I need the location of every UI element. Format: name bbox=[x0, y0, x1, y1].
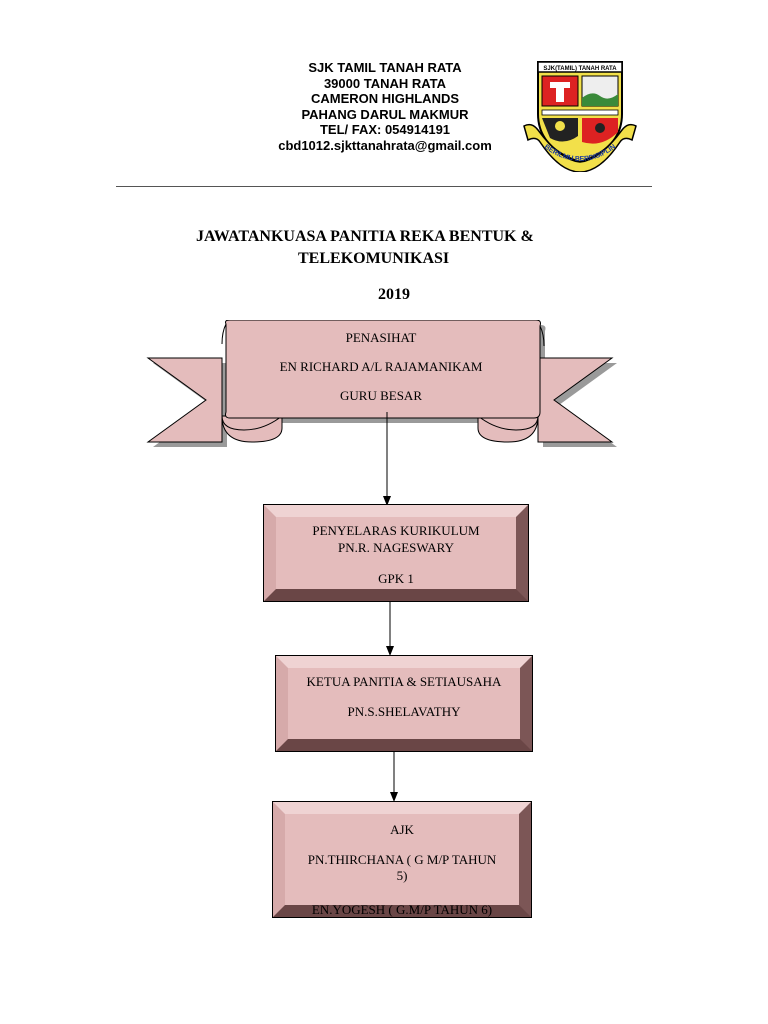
arrow-3 bbox=[390, 752, 398, 802]
advisor-name: EN RICHARD A/L RAJAMANIKAM bbox=[279, 359, 483, 374]
committee-member-2: EN.YOGESH ( G.M/P TAHUN 6) bbox=[311, 902, 493, 917]
advisor-role: PENASIHAT bbox=[345, 330, 417, 345]
school-logo: SJK(TAMIL) TANAH RATA BERILMU BERDISIPLI… bbox=[523, 61, 637, 172]
arrow-2 bbox=[386, 602, 394, 656]
header-divider bbox=[116, 186, 652, 187]
email: cbd1012.sjkttanahrata@gmail.com bbox=[278, 137, 492, 153]
advisor-position: GURU BESAR bbox=[340, 388, 422, 403]
page-title-line2: TELEKOMUNIKASI bbox=[298, 250, 450, 267]
page-title-line1: JAWATANKUASA PANITIA REKA BENTUK & bbox=[196, 228, 534, 245]
committee-box: AJK PN.THIRCHANA ( G M/P TAHUN 5) EN.YOG… bbox=[273, 802, 531, 917]
district: CAMERON HIGHLANDS bbox=[310, 91, 460, 106]
coordinator-box: PENYELARAS KURIKULUM PN.R. NAGESWARY GPK… bbox=[264, 505, 528, 601]
ribbon-main-band bbox=[225, 320, 541, 419]
chair-secretary-box: KETUA PANITIA & SETIAUSAHA PN.S.SHELAVAT… bbox=[276, 656, 532, 751]
state: PAHANG DARUL MAKMUR bbox=[301, 106, 469, 122]
chair-secretary-name: PN.S.SHELAVATHY bbox=[347, 704, 461, 719]
arrow-1 bbox=[383, 412, 391, 506]
postcode-city: 39000 TANAH RATA bbox=[323, 75, 447, 91]
committee-member-1-cont: 5) bbox=[396, 868, 408, 883]
chair-secretary-role: KETUA PANITIA & SETIAUSAHA bbox=[306, 674, 502, 689]
coordinator-position: GPK 1 bbox=[378, 571, 414, 586]
coordinator-role: PENYELARAS KURIKULUM bbox=[312, 523, 480, 538]
school-name: SJK TAMIL TANAH RATA bbox=[308, 60, 462, 75]
coordinator-name: PN.R. NAGESWARY bbox=[338, 540, 454, 555]
committee-role: AJK bbox=[390, 822, 414, 837]
logo-top-text: SJK(TAMIL) TANAH RATA bbox=[543, 66, 617, 72]
page-year: 2019 bbox=[378, 286, 410, 303]
advisor-ribbon bbox=[146, 320, 617, 447]
phone-fax: TEL/ FAX: 054914191 bbox=[319, 122, 451, 137]
school-address: SJK TAMIL TANAH RATA 39000 TANAH RATA CA… bbox=[230, 60, 540, 153]
ribbon-right-tail bbox=[537, 357, 614, 443]
ribbon-left-tail bbox=[146, 357, 223, 443]
committee-member-1: PN.THIRCHANA ( G M/P TAHUN bbox=[307, 852, 497, 867]
